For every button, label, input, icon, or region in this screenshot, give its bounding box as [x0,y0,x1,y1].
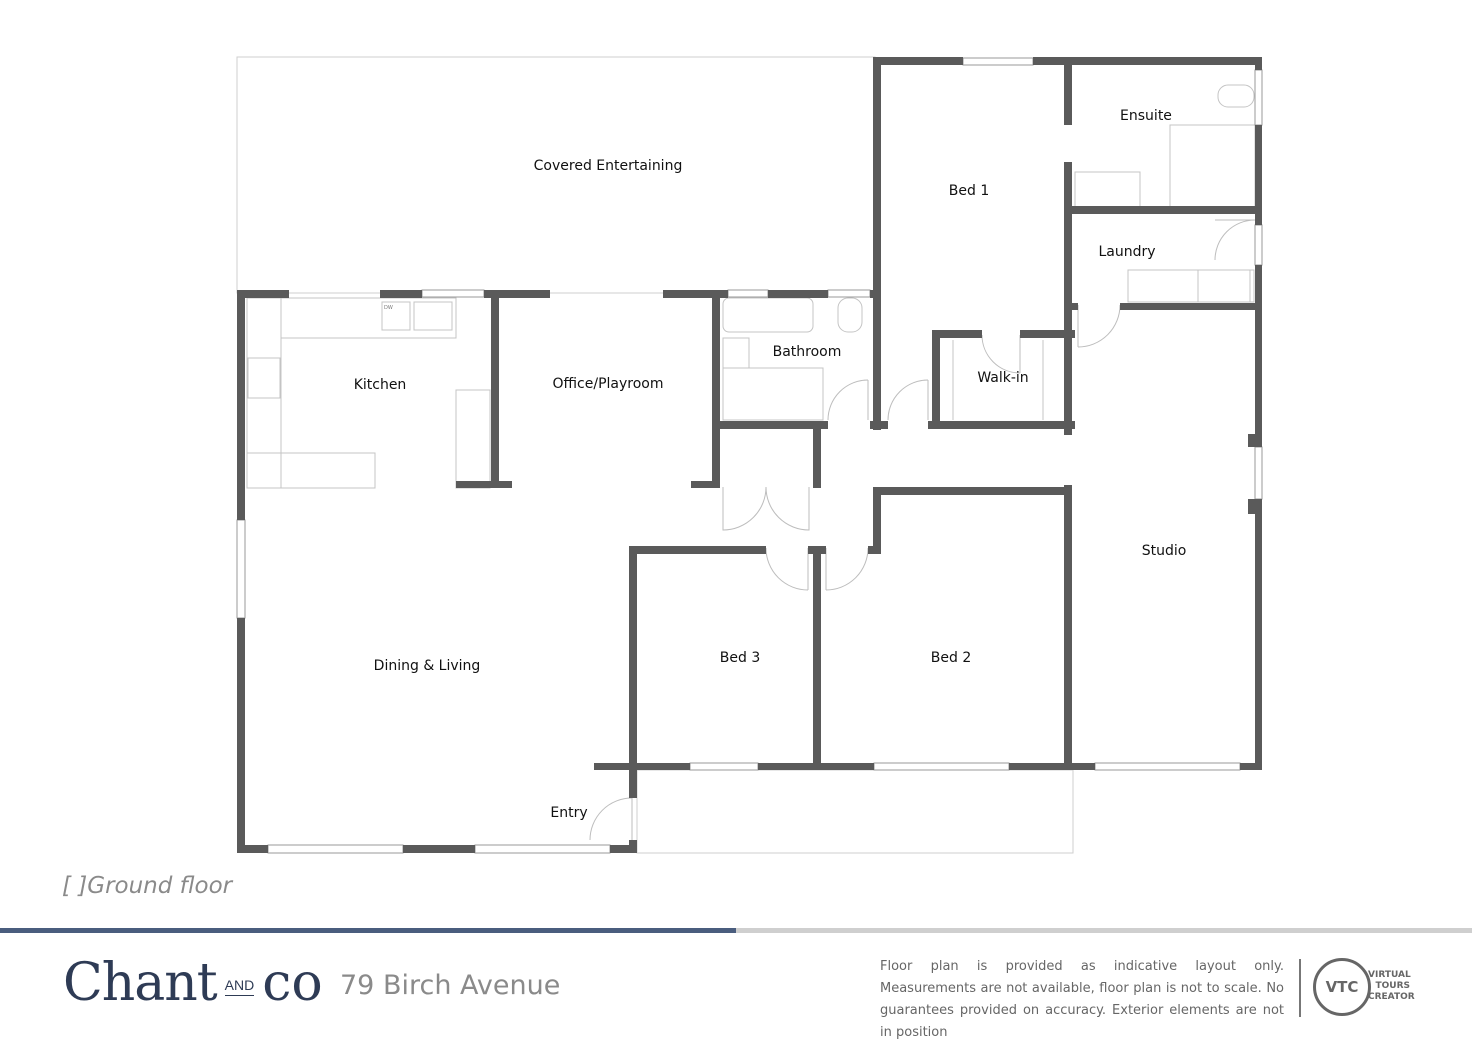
property-address: 79 Birch Avenue [340,970,561,1001]
vtc-wordmark: VIRTUAL TOURS CREATOR [1368,970,1415,1003]
divider-bar [736,928,1472,933]
room-ensuite: Ensuite [1120,108,1172,124]
floor-label: [ ]Ground floor [62,873,233,899]
vtc-logo-text: VTC [1325,978,1359,996]
room-bed2: Bed 2 [931,650,971,666]
brand-and: AND [224,977,255,996]
windows [236,57,1263,854]
accent-bar [0,928,736,933]
floor-plan: Covered Entertaining Ensuite Bed 1 Laund… [236,56,1263,854]
room-laundry: Laundry [1098,244,1155,260]
room-office: Office/Playroom [553,376,664,392]
walls [237,57,1262,853]
room-bed1: Bed 1 [949,183,989,199]
outdoor-outlines [236,56,1074,854]
brand-logo: Chant AND co [63,948,323,1018]
room-covered-entertaining: Covered Entertaining [534,158,683,174]
brand-co: co [262,953,323,1013]
vtc-line1: VIRTUAL [1368,970,1411,980]
room-studio: Studio [1142,543,1187,559]
vtc-logo: VTC [1313,958,1371,1016]
footer-divider [1299,959,1301,1017]
vtc-line2: TOURS [1375,981,1410,991]
door-swings [589,219,1256,841]
disclaimer-text: Floor plan is provided as indicative lay… [880,959,1284,1040]
vtc-line3: CREATOR [1368,992,1415,1002]
room-entry: Entry [550,805,587,821]
room-bathroom: Bathroom [773,344,842,360]
room-walkin: Walk-in [977,370,1028,386]
dishwasher-label: DW [384,305,393,311]
room-dining-living: Dining & Living [374,658,481,674]
room-bed3: Bed 3 [720,650,760,666]
room-kitchen: Kitchen [354,377,407,393]
brand-chant: Chant [63,953,218,1013]
